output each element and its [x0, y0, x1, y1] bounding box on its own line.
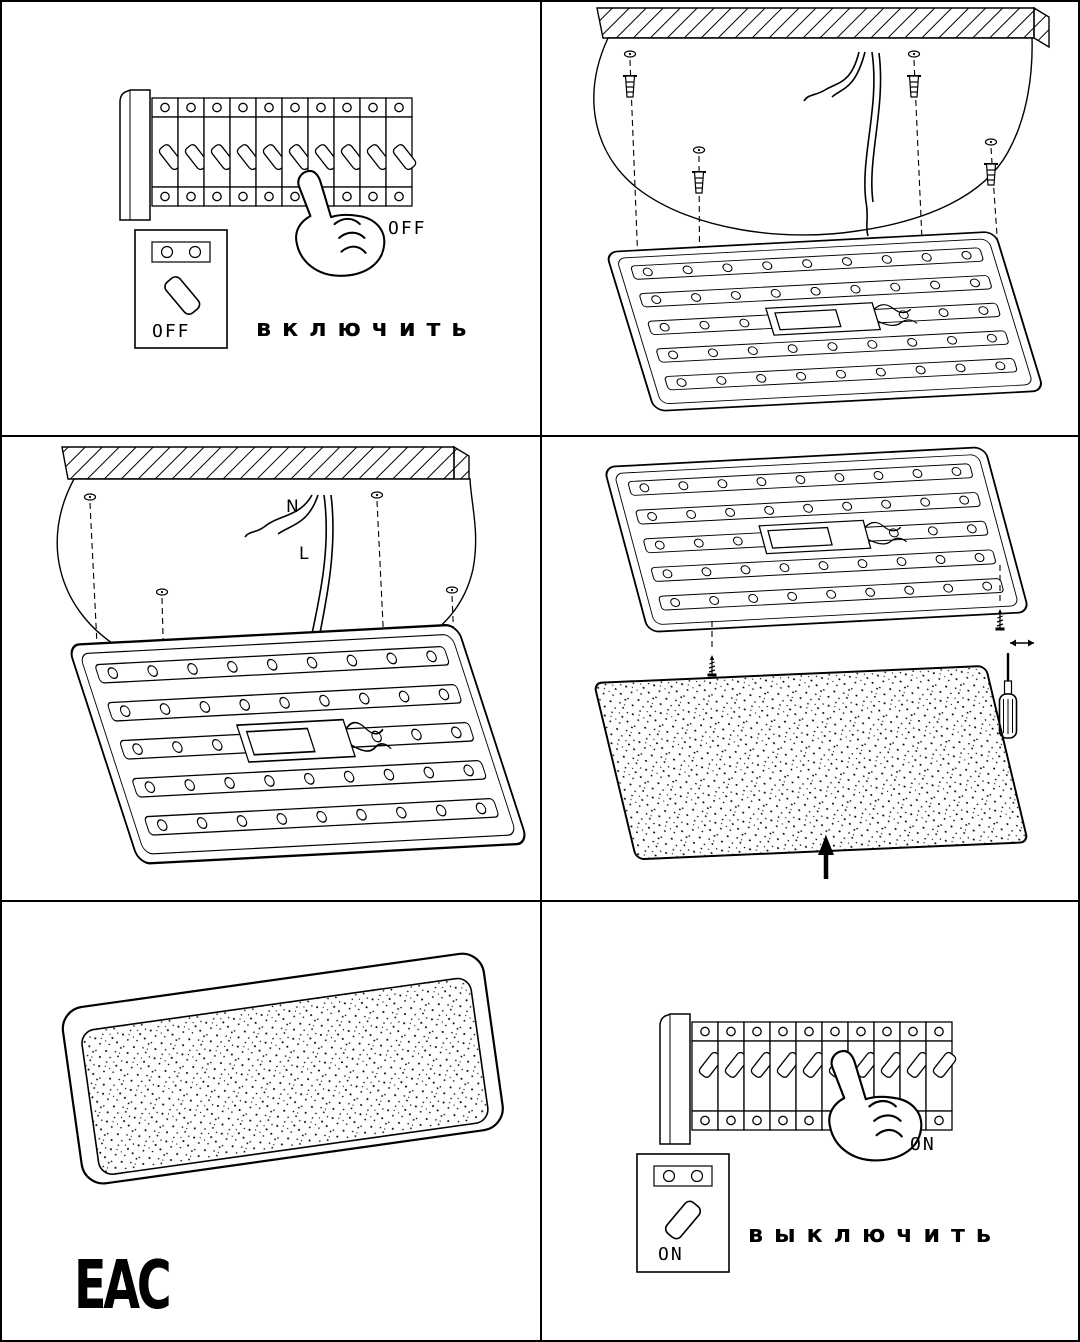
switch-symbol-box-off [134, 229, 228, 349]
mains-wires [803, 51, 882, 237]
ceiling-hole [692, 146, 706, 154]
ceiling-hole [83, 493, 97, 501]
screwdriver-icon [998, 651, 1018, 740]
ceiling-dowels-illustration [593, 6, 1050, 437]
ceiling-hole [370, 491, 384, 499]
breaker-row-off [151, 97, 418, 207]
wire-neutral-label: N [286, 497, 299, 517]
switch-state-label: ON [658, 1244, 684, 1265]
panel-step-1: OFF OFF включить [2, 2, 542, 437]
screw-dashed-lines [711, 565, 1001, 651]
assembled-luminaire-illustration [61, 952, 504, 1185]
breaker-off-illustration [119, 89, 418, 349]
panel-step-2 [542, 2, 1078, 437]
wiring-illustration [56, 445, 542, 902]
din-rail-end-bracket [119, 89, 151, 221]
switch-symbol-box-on [636, 1153, 730, 1273]
step6-caption: выключить [748, 1220, 1002, 1248]
breaker-on-illustration [636, 1013, 958, 1273]
ceiling-hole [623, 50, 637, 58]
led-mounting-plate [604, 447, 1029, 632]
led-mounting-plate [606, 232, 1044, 412]
ceiling-hole [155, 588, 169, 596]
attach-up-arrow [818, 835, 834, 879]
ceiling-hole [445, 586, 459, 594]
panel-step-6: ON ON выключить [542, 902, 1078, 1340]
diffuser-panel [594, 665, 1028, 860]
breaker-state-label: OFF [388, 218, 427, 239]
eac-certification-mark: EAC [74, 1246, 172, 1325]
fixing-illustration [594, 437, 1034, 879]
wire-line-label: L [299, 544, 309, 564]
turn-arrows-icon [1010, 639, 1034, 647]
panel-step-5: EAC [2, 902, 542, 1340]
ceiling-hole [907, 50, 921, 58]
din-rail-end-bracket [659, 1013, 691, 1145]
screw-icon [706, 653, 718, 677]
assembled-light-fixture [61, 952, 504, 1185]
step1-caption: включить [256, 314, 478, 342]
panel-step-4 [542, 437, 1078, 902]
switch-state-label: OFF [152, 321, 191, 342]
ceiling-hole [984, 138, 998, 146]
ceiling-section [593, 6, 1050, 236]
led-mounting-plate [68, 625, 528, 864]
panel-step-3: N L [2, 437, 542, 902]
breaker-state-label: ON [910, 1134, 936, 1155]
